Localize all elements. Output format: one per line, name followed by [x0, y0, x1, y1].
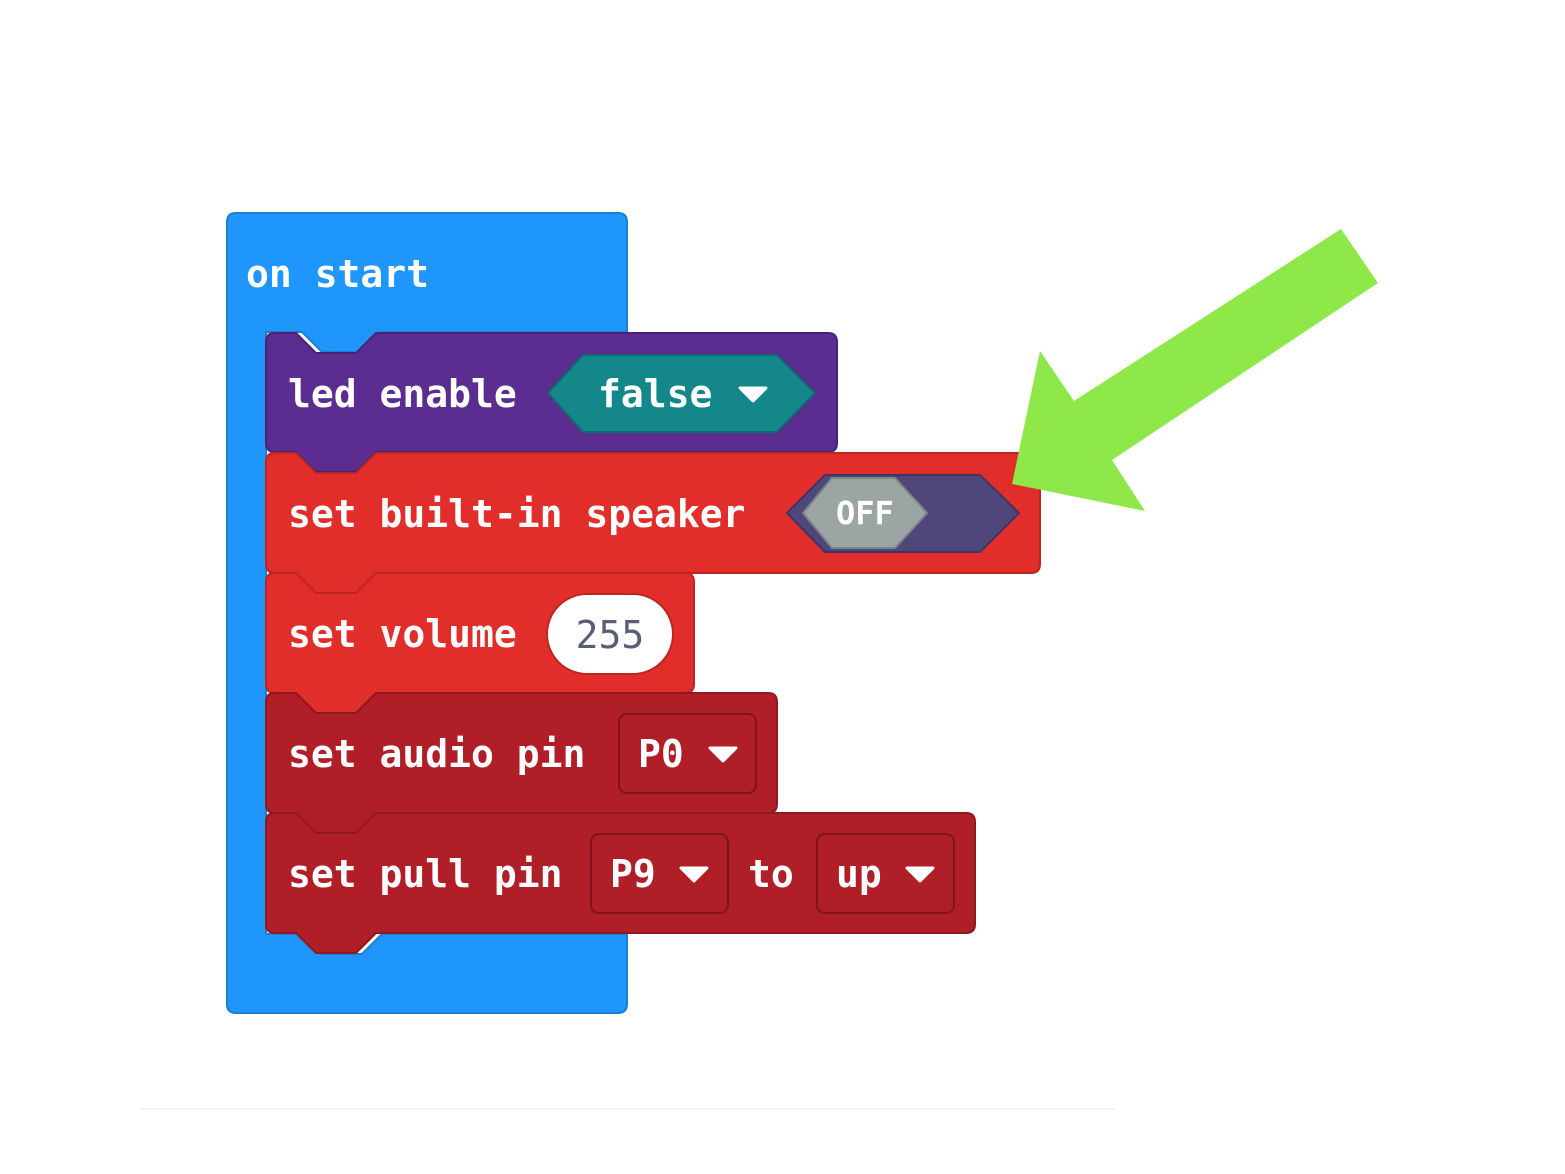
led-enable-false-dropdown[interactable]: false [546, 354, 817, 433]
pull-mode-value: up [836, 852, 882, 896]
led-enable-block[interactable]: led enable false [265, 332, 838, 473]
set-built-in-speaker-block[interactable]: set built-in speaker OFF [265, 452, 1041, 594]
on-start-label: on start [246, 252, 429, 296]
pull-pin-to-label: to [748, 852, 794, 896]
audio-pin-value: P0 [638, 732, 684, 776]
caret-down-icon [738, 386, 768, 403]
speaker-toggle[interactable]: OFF [785, 474, 1021, 553]
on-start-block-body[interactable] [226, 212, 628, 1014]
caret-down-icon [679, 866, 709, 883]
set-audio-pin-block[interactable]: set audio pin P0 [265, 692, 778, 834]
set-audio-pin-label: set audio pin [288, 732, 585, 776]
caret-down-icon [905, 866, 935, 883]
pull-pin-value: P9 [610, 852, 656, 896]
led-enable-value: false [598, 372, 712, 416]
toggle-state-label: OFF [836, 494, 894, 532]
toggle-knob[interactable] [801, 477, 929, 549]
set-pull-pin-block[interactable]: set pull pin P9 to up [265, 812, 976, 954]
audio-pin-dropdown[interactable]: P0 [618, 713, 757, 794]
volume-value: 255 [576, 613, 645, 657]
set-built-in-speaker-label: set built-in speaker [288, 492, 746, 536]
volume-number-input[interactable]: 255 [546, 593, 674, 675]
caret-down-icon [708, 746, 738, 763]
led-enable-label: led enable [288, 372, 517, 416]
set-pull-pin-label: set pull pin [288, 852, 563, 896]
divider [140, 1108, 1115, 1110]
set-volume-block[interactable]: set volume 255 [265, 572, 695, 714]
pull-pin-dropdown[interactable]: P9 [590, 833, 729, 914]
annotation-arrow-icon [1012, 229, 1378, 511]
on-start-block[interactable]: on start [226, 212, 628, 1014]
set-volume-label: set volume [288, 612, 517, 656]
pull-mode-dropdown[interactable]: up [816, 833, 955, 914]
